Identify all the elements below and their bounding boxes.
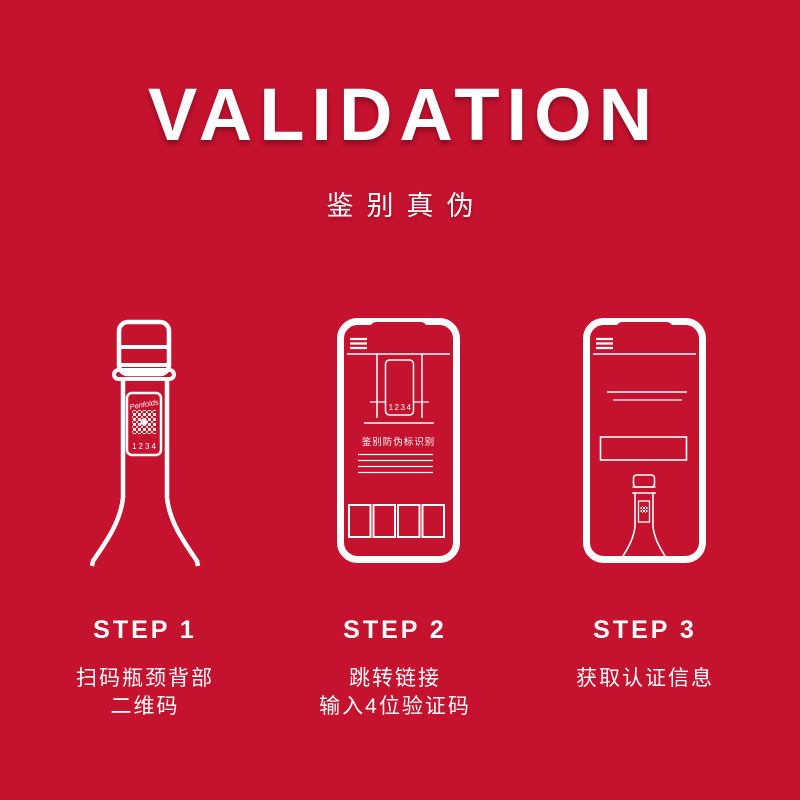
brand-logo-text: Penfolds [129, 397, 160, 411]
phone-certification-result-illustration [583, 318, 706, 563]
step-label: STEP 3 [593, 616, 697, 644]
phone-frame [583, 318, 706, 563]
qr-code-icon-small [640, 506, 648, 513]
phone-notch [616, 322, 673, 335]
qr-center-dot [140, 418, 148, 426]
bottle-neck-qr-illustration: Penfolds 1234 [68, 318, 220, 568]
phone-frame [337, 318, 460, 563]
result-text-lines [607, 391, 687, 401]
step-column-1: STEP 1 扫码瓶颈背部 二维码 [20, 616, 270, 721]
step-caption-line: 获取认证信息 [576, 667, 714, 690]
capsule-zoom-graphic: 1234 [364, 354, 434, 424]
bottle-result-graphic [622, 474, 666, 557]
screen-title-text: 鉴别防伪标识别 [362, 436, 436, 448]
hamburger-icon [596, 337, 613, 350]
step-caption-line: 输入4位验证码 [319, 695, 471, 718]
bottle-outline [89, 319, 201, 567]
neck-label: Penfolds 1234 [125, 391, 163, 457]
phone-notch [370, 322, 427, 335]
step-label: STEP 1 [93, 616, 197, 644]
step-caption-line: 二维码 [110, 695, 180, 718]
label-code-text: 1234 [132, 442, 158, 451]
page-subtitle: 鉴别真伪 [326, 191, 487, 221]
page-title: VALIDATION [147, 73, 660, 156]
phone-enter-code-illustration: 1234 鉴别防伪标识别 [337, 318, 460, 563]
result-info-box [599, 436, 688, 461]
step-label: STEP 2 [343, 616, 447, 644]
step-caption-line: 跳转链接 [349, 667, 441, 690]
screen-code-text: 1234 [389, 403, 413, 412]
code-input-boxes[interactable] [348, 504, 445, 538]
hamburger-icon [350, 337, 367, 350]
screen-text-lines [358, 453, 433, 474]
step-caption-line: 扫码瓶颈背部 [76, 667, 214, 690]
step-column-3: STEP 3 获取认证信息 [520, 616, 770, 693]
step-column-2: STEP 2 跳转链接 输入4位验证码 [270, 616, 520, 721]
